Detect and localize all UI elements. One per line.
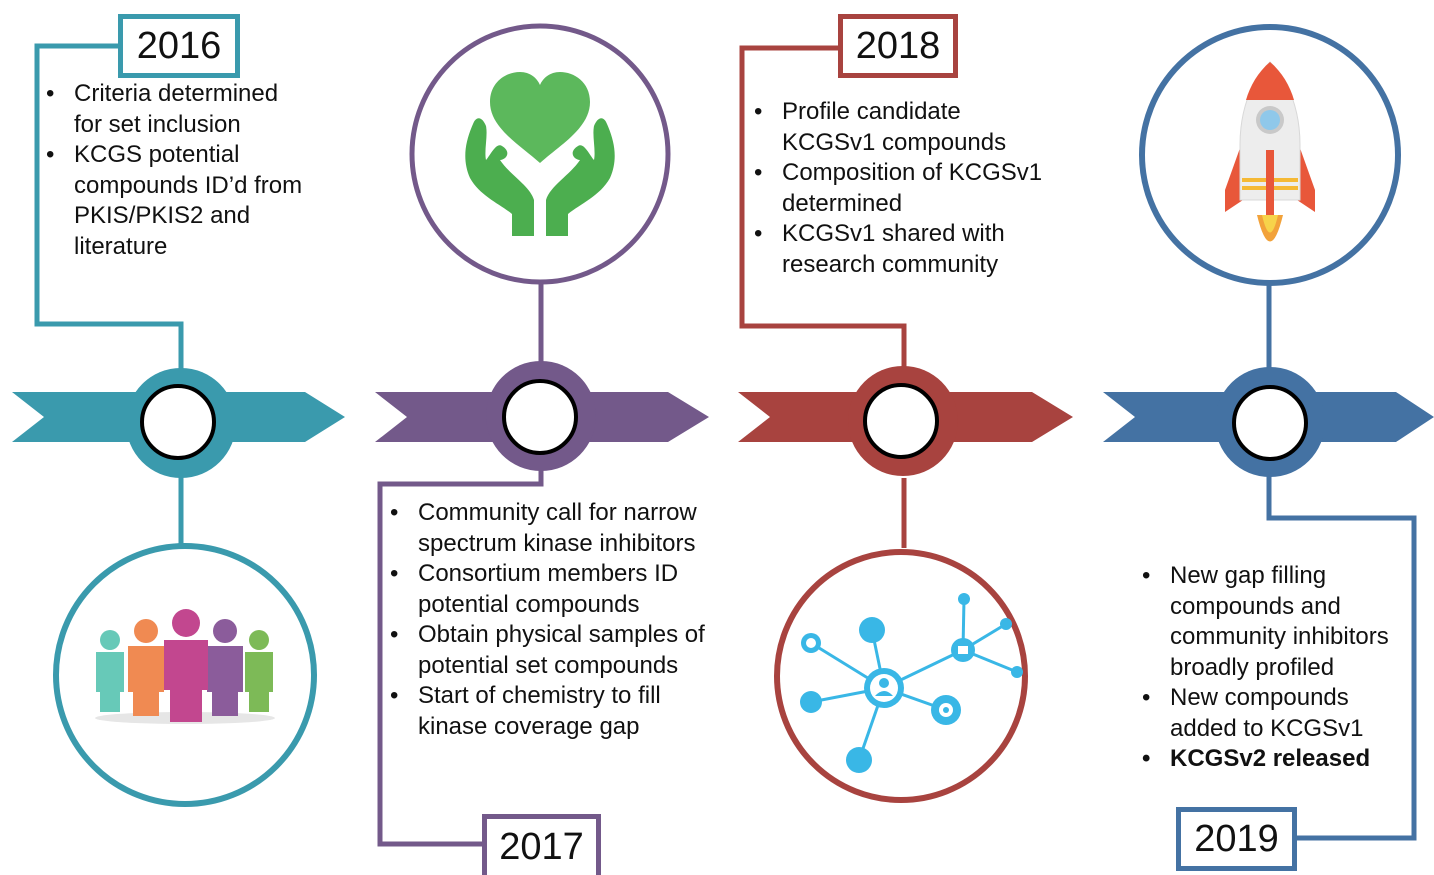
year-box-2017: 2017	[482, 814, 601, 875]
connector-2017	[377, 283, 544, 847]
people-group-icon	[53, 543, 317, 807]
bullet-item: Composition of KCGSv1 determined	[754, 158, 1044, 219]
notes-2017: Community call for narrow spectrum kinas…	[390, 498, 710, 742]
hub-node-2017	[486, 361, 596, 471]
bullet-item: KCGS potential compounds ID’d from PKIS/…	[46, 140, 306, 262]
hub-node-2019	[1215, 367, 1325, 477]
bullet-item: Consortium members ID potential compound…	[390, 559, 710, 620]
year-box-2019: 2019	[1176, 807, 1297, 871]
hub-node-2018	[848, 366, 958, 476]
bullet-item: Obtain physical samples of potential set…	[390, 620, 710, 681]
heart-in-hands-icon	[409, 23, 671, 285]
connector-2016	[34, 43, 184, 555]
year-label: 2017	[499, 825, 584, 868]
bullet-item: KCGSv1 shared with research community	[754, 219, 1044, 280]
bullet-item: Profile candidate KCGSv1 compounds	[754, 97, 1044, 158]
notes-2018: Profile candidate KCGSv1 compounds Compo…	[754, 97, 1044, 280]
bullet-item: Criteria determined for set inclusion	[46, 79, 306, 140]
bullet-item: Community call for narrow spectrum kinas…	[390, 498, 710, 559]
year-box-2018: 2018	[838, 14, 958, 78]
year-label: 2016	[136, 24, 222, 67]
notes-2019: New gap filling compounds and community …	[1142, 561, 1412, 775]
hub-node-2016	[126, 368, 236, 478]
year-label: 2018	[855, 24, 941, 67]
bullet-item: New compounds added to KCGSv1	[1142, 683, 1412, 744]
rocket-icon	[1139, 24, 1401, 286]
network-icon	[774, 549, 1028, 803]
year-label: 2019	[1194, 817, 1279, 860]
connector-2018	[739, 45, 907, 548]
year-box-2016: 2016	[118, 14, 240, 78]
connector-2019	[1266, 283, 1417, 841]
notes-2016: Criteria determined for set inclusion KC…	[46, 79, 306, 262]
bullet-item: KCGSv2 released	[1142, 744, 1412, 775]
bullet-item: New gap filling compounds and community …	[1142, 561, 1412, 683]
bullet-item: Start of chemistry to fill kinase covera…	[390, 681, 710, 742]
